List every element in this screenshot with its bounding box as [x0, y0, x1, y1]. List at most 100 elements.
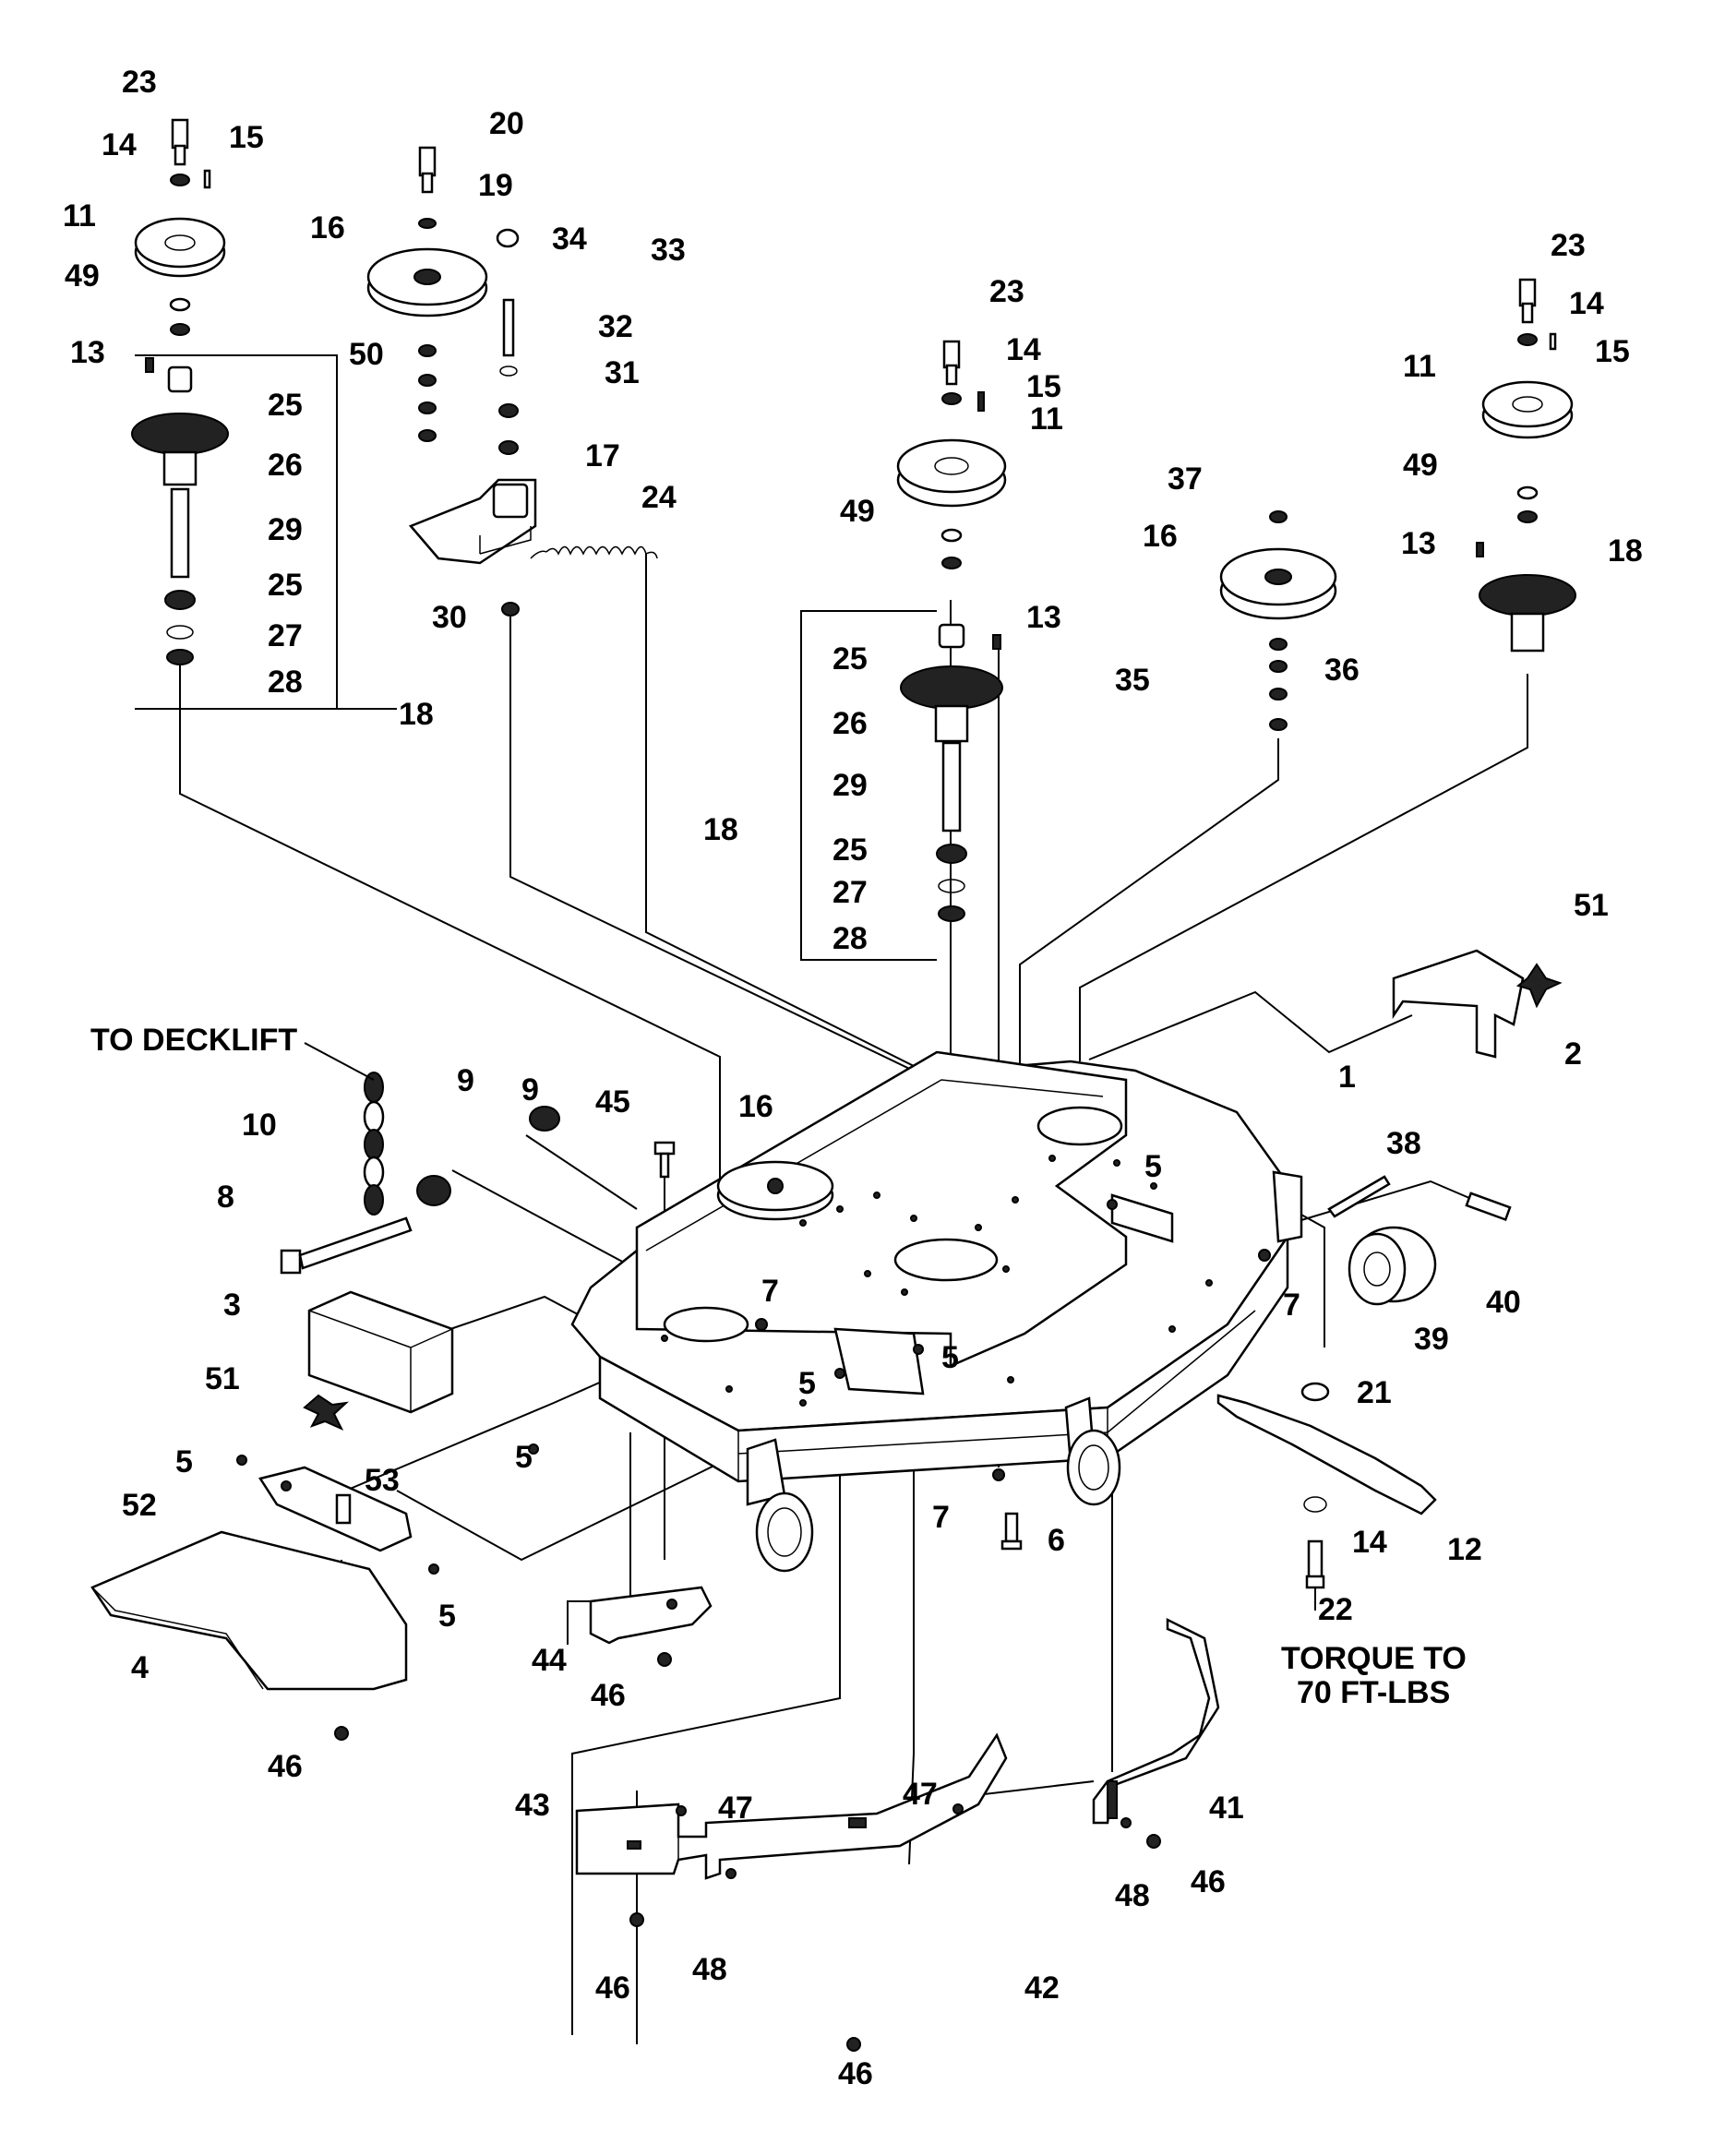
callout-label: 52 — [122, 1488, 157, 1523]
callout-label: 39 — [1414, 1322, 1449, 1357]
callout-label: 46 — [595, 1970, 630, 2006]
callout-label: 5 — [798, 1366, 816, 1401]
callout-label: 49 — [1403, 448, 1438, 483]
callout-label: 5 — [175, 1444, 193, 1479]
callout-label: 25 — [833, 641, 868, 677]
callout-label: 46 — [591, 1678, 626, 1713]
callout-label: 40 — [1486, 1285, 1521, 1320]
callout-label: 7 — [1283, 1288, 1300, 1323]
callout-label: 11 — [63, 198, 96, 234]
callout-label: 12 — [1447, 1532, 1482, 1567]
callout-label: 9 — [521, 1072, 539, 1108]
callout-label: 42 — [1024, 1970, 1060, 2006]
callout-label: 30 — [432, 600, 467, 635]
callout-label: 5 — [438, 1599, 456, 1634]
callout-label: 18 — [703, 812, 738, 847]
callout-label: 5 — [941, 1340, 959, 1375]
idler-assembly — [366, 146, 537, 617]
callout-label: 13 — [1026, 600, 1061, 635]
callout-label: 11 — [1403, 349, 1436, 384]
callout-label: 14 — [1352, 1525, 1387, 1560]
callout-label: 15 — [229, 120, 264, 155]
callout-label: 18 — [1608, 533, 1643, 569]
callout-label: 48 — [692, 1952, 727, 1987]
center-spindle-assembly — [896, 340, 1007, 922]
callout-label: 17 — [585, 438, 620, 473]
callout-label: 47 — [903, 1777, 938, 1812]
callout-label: 27 — [833, 875, 868, 910]
callout-label: 11 — [1030, 401, 1063, 437]
callout-label: 22 — [1318, 1592, 1353, 1627]
callout-label: 23 — [1551, 228, 1586, 263]
callout-label: 9 — [457, 1063, 474, 1098]
callout-label: 45 — [595, 1084, 630, 1120]
callout-label: 47 — [718, 1791, 753, 1826]
callout-label: 46 — [268, 1749, 303, 1784]
callout-label: 8 — [217, 1180, 234, 1215]
right-idler-assembly — [1219, 510, 1337, 731]
callout-label: 14 — [102, 127, 137, 162]
callout-label: 10 — [242, 1108, 277, 1143]
callout-label: 37 — [1168, 461, 1203, 497]
callout-label: 4 — [131, 1650, 149, 1685]
deck-holes — [661, 1155, 1213, 1407]
mower-deck — [570, 1050, 1303, 1573]
callout-label: 21 — [1357, 1375, 1392, 1410]
callout-label: 15 — [1595, 334, 1630, 369]
callout-label: 26 — [833, 706, 868, 741]
callout-label: 51 — [1574, 888, 1609, 923]
callout-label: 50 — [349, 337, 384, 372]
callout-label: 46 — [838, 2056, 873, 2091]
callout-label: 49 — [65, 258, 100, 293]
callout-label: 29 — [268, 512, 303, 547]
callout-label: 27 — [268, 618, 303, 653]
callout-label: 16 — [310, 210, 345, 246]
callout-label: 3 — [223, 1288, 241, 1323]
notes: TO DECKLIFT TORQUE TO 70 FT-LBS — [90, 1023, 1467, 1710]
callout-label: 51 — [205, 1361, 240, 1396]
callout-label: 53 — [365, 1463, 400, 1498]
callout-label: 41 — [1209, 1791, 1244, 1826]
callout-label: 32 — [598, 309, 633, 344]
callout-label: 29 — [833, 768, 868, 803]
callout-label: 7 — [932, 1500, 950, 1535]
callout-label: 19 — [478, 168, 513, 203]
callout-label: 16 — [738, 1089, 773, 1124]
callout-label: 25 — [833, 832, 868, 868]
callout-label: 7 — [761, 1274, 779, 1309]
callout-label: 31 — [605, 355, 640, 390]
torque-note-line1: TORQUE TO — [1281, 1641, 1467, 1676]
spring — [530, 545, 658, 559]
callout-label: 6 — [1048, 1523, 1065, 1558]
callout-label: 48 — [1115, 1878, 1150, 1913]
callout-label: 44 — [532, 1643, 567, 1678]
callout-label: 26 — [268, 448, 303, 483]
callout-numbers: 23 14 15 11 49 13 25 26 29 25 27 28 18 2… — [63, 65, 1643, 2091]
callout-label: 14 — [1569, 286, 1604, 321]
callout-label: 5 — [1144, 1149, 1162, 1184]
callout-label: 24 — [641, 480, 677, 515]
callout-label: 33 — [651, 233, 686, 268]
callout-label: 43 — [515, 1788, 550, 1823]
callout-label: 18 — [399, 697, 434, 732]
callout-label: 28 — [268, 665, 303, 700]
callout-label: 14 — [1006, 332, 1041, 367]
callout-label: 13 — [1401, 526, 1436, 561]
callout-label: 46 — [1191, 1864, 1226, 1899]
callout-label: 2 — [1564, 1036, 1582, 1072]
to-decklift-note: TO DECKLIFT — [90, 1023, 297, 1058]
callout-label: 49 — [840, 494, 875, 529]
callout-label: 23 — [989, 274, 1024, 309]
hardware — [90, 949, 1563, 2052]
torque-note-line2: 70 FT-LBS — [1297, 1675, 1450, 1710]
callout-label: 25 — [268, 568, 303, 603]
callout-label: 1 — [1338, 1060, 1356, 1095]
callout-label: 38 — [1386, 1126, 1421, 1161]
callout-label: 36 — [1324, 653, 1360, 688]
callout-label: 5 — [515, 1440, 533, 1475]
callout-label: 13 — [70, 335, 105, 370]
callout-label: 34 — [552, 222, 587, 257]
callout-label: 28 — [833, 921, 868, 956]
left-spindle-assembly — [131, 118, 229, 665]
